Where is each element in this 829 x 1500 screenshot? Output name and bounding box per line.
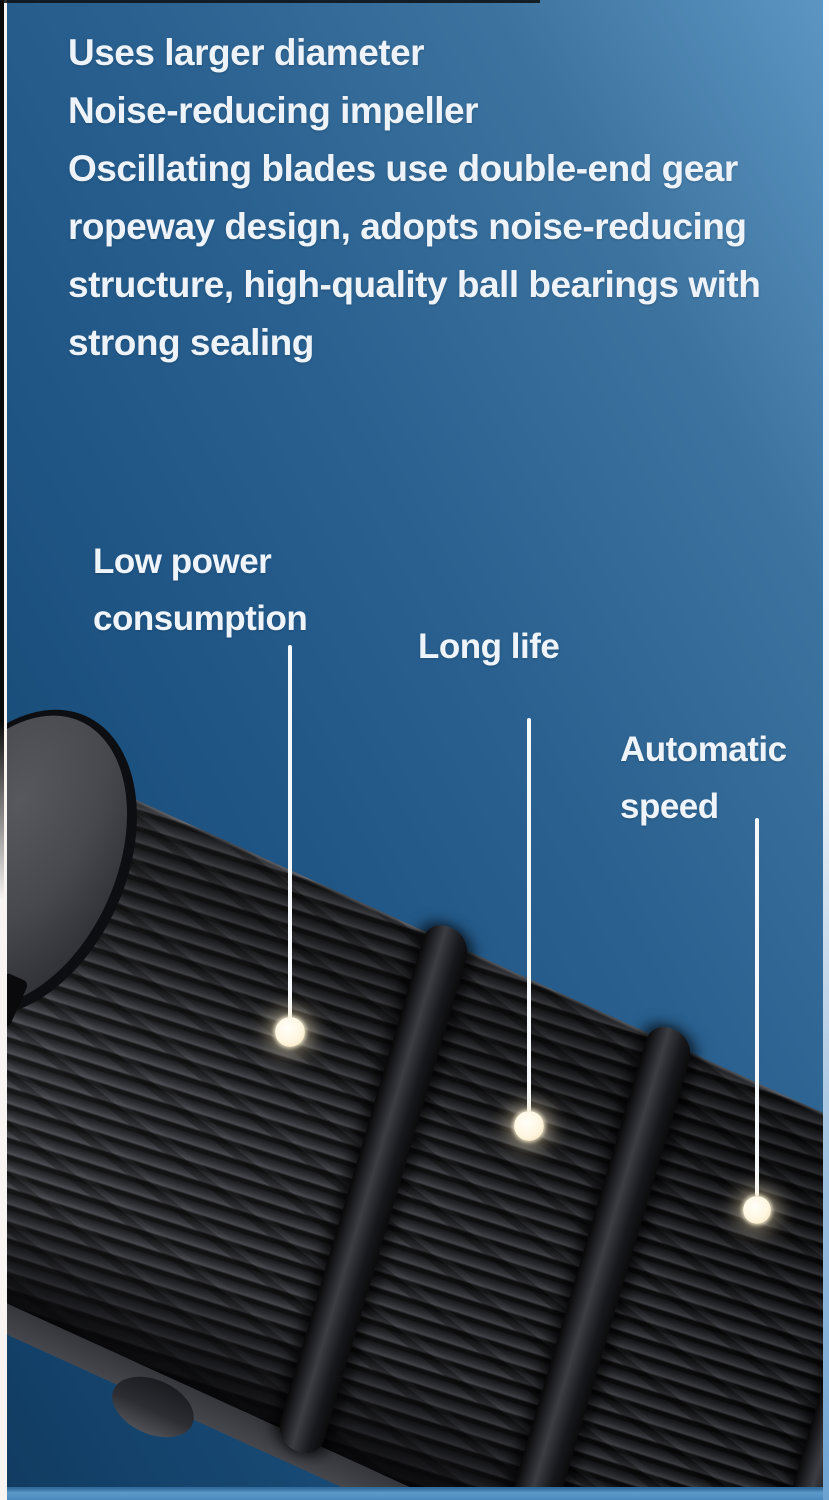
- impeller-support-ring-1: [274, 917, 473, 1461]
- heading-line-1: Uses larger diameter: [68, 32, 425, 73]
- heading-line-3: Oscillating blades use double-end gear: [68, 148, 738, 189]
- callout-automatic-speed-line-2: speed: [620, 787, 719, 826]
- heading-line-5: structure, high-quality ball bearings wi…: [68, 264, 761, 305]
- indicator-dot-long-life: [514, 1111, 544, 1141]
- callout-low-power-line-1: Low power: [93, 542, 272, 581]
- leader-line-low-power: [288, 645, 292, 1018]
- callout-automatic-speed-line-1: Automatic: [620, 730, 787, 769]
- leader-line-automatic-speed: [755, 818, 759, 1196]
- callout-long-life-line-1: Long life: [418, 627, 560, 666]
- callout-automatic-speed: Automatic speed: [620, 721, 787, 835]
- top-edge-dark-line: [0, 0, 540, 3]
- callout-long-life: Long life: [418, 618, 560, 675]
- leader-line-long-life: [527, 718, 531, 1112]
- heading-line-6: strong sealing: [68, 322, 314, 363]
- callout-low-power: Low power consumption: [93, 533, 308, 647]
- right-edge-strip: [823, 0, 829, 1500]
- heading-line-2: Noise-reducing impeller: [68, 90, 479, 131]
- heading-line-4: ropeway design, adopts noise-reducing: [68, 206, 747, 247]
- callout-low-power-line-2: consumption: [93, 599, 308, 638]
- bottom-accent-bar: [0, 1487, 829, 1500]
- product-heading: Uses larger diameter Noise-reducing impe…: [68, 24, 761, 372]
- left-edge-black-sliver: [0, 0, 4, 900]
- indicator-dot-automatic-speed: [743, 1196, 771, 1224]
- indicator-dot-low-power: [275, 1017, 305, 1047]
